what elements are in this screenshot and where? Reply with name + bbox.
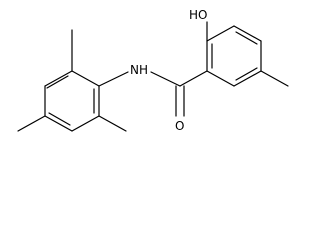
bond-phenol-ring — [206, 25, 235, 42]
carbonyl-oxygen-label: O — [175, 119, 184, 133]
phenol-ring — [206, 25, 262, 87]
bond-mesityl-ring — [44, 70, 73, 87]
amide-nitrogen-label: NH — [130, 63, 148, 77]
bond-phenol-ring — [233, 70, 262, 87]
bond-mesityl-ring — [71, 115, 100, 132]
bond-phenol-ring — [233, 25, 262, 42]
bond-mesityl-ring — [71, 70, 100, 87]
mesityl-ring — [44, 70, 100, 132]
bond-carbonyl-to-ring — [179, 70, 208, 87]
bond-mesityl-ring-double — [46, 75, 69, 89]
bond-para-methyl — [17, 115, 46, 132]
phenol-substituents — [206, 21, 289, 87]
bond-nitrogen-to-carbonyl — [150, 71, 181, 87]
mesityl-methyl-groups — [17, 29, 127, 132]
hydroxyl-label: HO — [189, 8, 207, 22]
amide-linkage — [98, 70, 208, 117]
bond-phenol-ring-double — [235, 31, 258, 45]
bond-ring-methyl — [260, 70, 289, 87]
bond-mesityl-ring — [44, 115, 73, 132]
bond-mesityl-ring-double — [48, 112, 71, 126]
bond-phenol-ring-double — [235, 67, 258, 81]
chemical-structure-diagram: HO NH O — [17, 8, 289, 133]
bond-ortho-methyl-bottom — [98, 115, 127, 132]
bond-ring-to-nitrogen — [98, 71, 129, 87]
bond-phenol-ring — [206, 70, 235, 87]
